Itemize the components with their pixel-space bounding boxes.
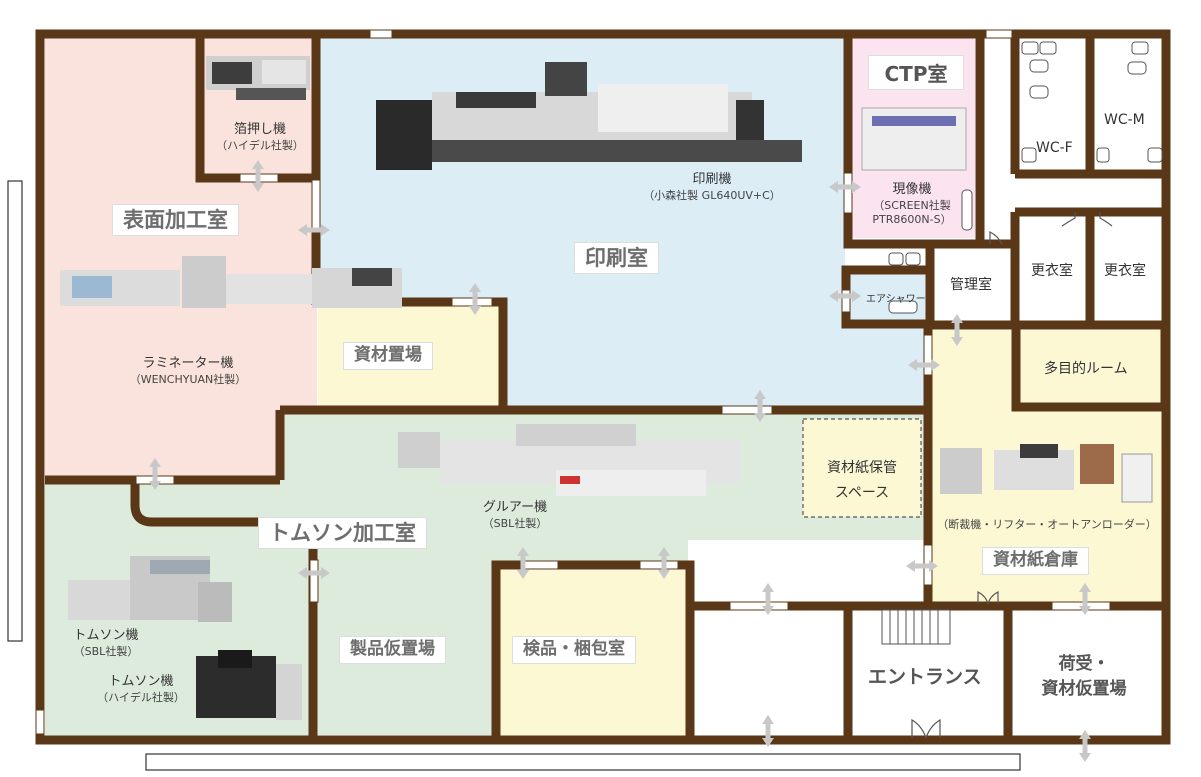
caption-laminator: ラミネーター機 （WENCHYUAN社製） <box>100 356 276 387</box>
room-label-entrance: エントランス <box>868 666 982 688</box>
walls <box>35 29 1171 745</box>
gluer-illustration <box>398 424 740 496</box>
paper-storage-line-2: スペース <box>834 484 890 501</box>
receiving-line-1: 荷受・ <box>1058 654 1110 674</box>
thomson-heidel-illustration <box>196 650 302 720</box>
caption-developer: 現像機 （SCREEN社製 PTR8600N-S） <box>856 182 968 227</box>
room-label-ctp: CTP室 <box>868 55 964 90</box>
thomson1-name: トムソン機 <box>73 628 139 643</box>
room-label-inspection: 検品・梱包室 <box>512 636 636 664</box>
room-label-warehouse: 資材紙倉庫 <box>982 547 1089 575</box>
room-label-thomson: トムソン加工室 <box>258 517 427 550</box>
laminator-illustration <box>60 256 402 308</box>
room-label-material: 資材置場 <box>343 342 433 370</box>
room-label-surface: 表面加工室 <box>112 204 239 237</box>
bottom-bar <box>145 753 1021 771</box>
thomson-sbl-illustration <box>68 556 232 622</box>
room-label-management: 管理室 <box>950 277 992 293</box>
developer-illustration <box>861 107 967 171</box>
caption-foil: 箔押し機 （ハイデル社製） <box>212 122 308 153</box>
gluer-name: グルアー機 <box>482 500 548 515</box>
room-label-paper-storage: 資材紙保管 スペース <box>812 456 912 505</box>
developer-name: 現像機 <box>892 182 932 197</box>
room-label-print: 印刷室 <box>574 242 659 275</box>
caption-thomson-sbl: トムソン機 （SBL社製） <box>56 628 156 659</box>
foil-name: 箔押し機 <box>233 122 286 137</box>
foil-stamping-illustration <box>206 56 310 100</box>
room-label-locker-2: 更衣室 <box>1104 263 1146 279</box>
room-label-wc-m: WC-M <box>1104 112 1145 128</box>
developer-maker-1: （SCREEN社製 <box>873 198 951 212</box>
developer-maker-2: PTR8600N-S） <box>872 213 952 227</box>
side-bar <box>7 180 23 642</box>
caption-gluer: グルアー機 （SBL社製） <box>460 500 570 531</box>
caption-thomson-heidel: トムソン機 （ハイデル社製） <box>86 674 196 705</box>
laminator-maker: （WENCHYUAN社製） <box>129 372 247 386</box>
thomson2-maker: （ハイデル社製） <box>97 690 185 704</box>
area-surface <box>45 38 317 478</box>
printing-press-illustration <box>376 62 802 170</box>
room-label-product-temp: 製品仮置場 <box>339 636 446 664</box>
room-label-receiving: 荷受・ 資材仮置場 <box>1028 652 1140 701</box>
room-label-air-shower: エアシャワー <box>866 294 926 305</box>
cutter-illustration <box>940 444 1153 503</box>
room-label-locker-1: 更衣室 <box>1031 263 1073 279</box>
thomson2-name: トムソン機 <box>108 674 174 689</box>
laminator-name: ラミネーター機 <box>142 356 234 371</box>
room-label-multipurpose: 多目的ルーム <box>1044 361 1128 377</box>
press-name: 印刷機 <box>692 172 732 187</box>
press-maker: （小森社製 GL640UV+C） <box>643 188 781 202</box>
room-label-wc-f: WC-F <box>1036 140 1073 156</box>
paper-storage-line-1: 資材紙保管 <box>827 460 897 476</box>
caption-press: 印刷機 （小森社製 GL640UV+C） <box>612 172 812 203</box>
caption-cutter: （断裁機・リフター・オートアンローダー） <box>937 518 1157 531</box>
foil-maker: （ハイデル社製） <box>216 138 304 152</box>
area-paper-storage <box>802 418 922 518</box>
receiving-line-2: 資材仮置場 <box>1041 678 1127 699</box>
gluer-maker: （SBL社製） <box>482 516 548 530</box>
thomson1-maker: （SBL社製） <box>73 644 139 658</box>
